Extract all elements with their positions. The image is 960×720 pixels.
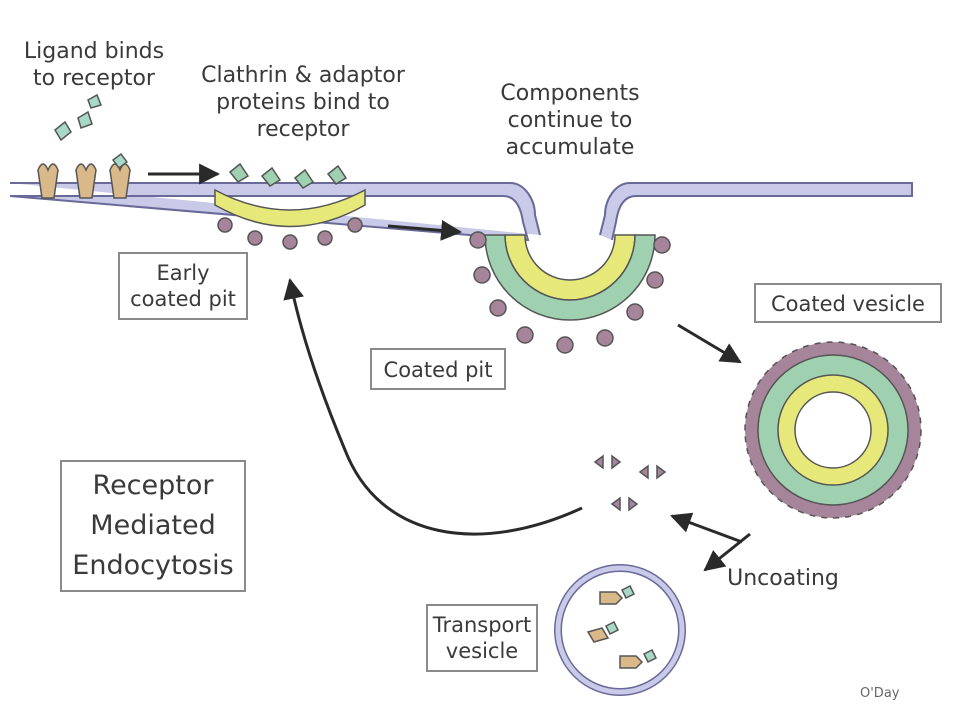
arrow-to-transport-vesicle [703,532,751,572]
early-coated-pit [214,162,366,250]
plasma-membrane [9,182,913,242]
arrow-to-coated-vesicle [677,323,742,364]
arrow-recycle [283,277,583,536]
membrane-receptors [37,152,131,199]
label-clathrin-adaptor: Clathrin & adaptor proteins bind to rece… [201,63,405,142]
label-components-accumulate: Components continue to accumulate [500,81,640,160]
coated-vesicle [744,341,922,519]
process-arrows [148,163,751,572]
label-ligand-binds: Ligand binds to receptor [23,39,165,91]
coated-pit [469,231,671,354]
label-early-coated-pit: Early coated pit [118,252,248,320]
released-coat-proteins [593,454,667,512]
author-credit: O'Day [860,686,900,701]
transport-vesicle [554,564,686,696]
arrow-coat-release [670,512,743,544]
free-ligands [54,93,103,142]
label-coated-pit: Coated pit [370,348,506,390]
label-uncoating: Uncoating [727,566,839,591]
label-coated-vesicle: Coated vesicle [754,283,942,323]
diagram-title: Receptor Mediated Endocytosis [60,460,246,592]
arrow-to-coated-pit [387,219,463,241]
label-transport-vesicle: Transport vesicle [426,604,538,672]
